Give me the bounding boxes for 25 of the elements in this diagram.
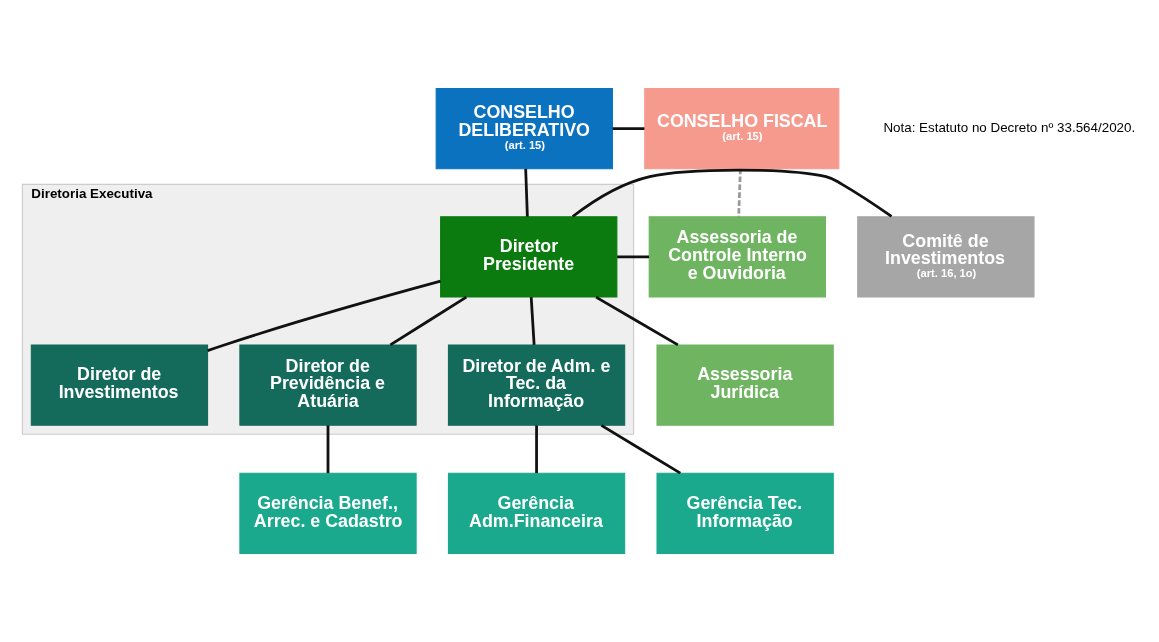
node-box: Diretor de Adm. e Tec. da Informação: [447, 344, 626, 426]
connector: [326, 425, 330, 474]
label: Nota: Estatuto no Decreto nº 33.564/2020.: [883, 120, 1136, 136]
connector: [737, 168, 742, 217]
connector: [389, 296, 468, 347]
node-box: Assessoria Jurídica: [656, 344, 834, 426]
node-box: Gerência Tec. Informação: [656, 472, 834, 555]
node-box: Gerência Adm.Financeira: [447, 472, 626, 555]
connector: [617, 255, 650, 259]
connector: [612, 127, 645, 130]
node-box: CONSELHO FISCAL (art. 15): [644, 87, 840, 170]
node-box: CONSELHO DELIBERATIVO (art. 15): [435, 87, 613, 170]
node-box: Diretor de Investimentos: [30, 344, 209, 426]
connector: [535, 425, 538, 474]
connector: [207, 279, 441, 352]
node-box: Diretor de Previdência e Atuária: [239, 344, 417, 426]
connector: [524, 168, 529, 217]
node-box: Gerência Benef., Arrec. e Cadastro: [239, 472, 417, 555]
node-box: Assessoria de Controle Interno e Ouvidoria: [648, 216, 826, 298]
connector: [529, 297, 536, 345]
connector: [571, 168, 893, 218]
connector: [595, 295, 679, 347]
node-box: Comitê de Investimentos (art. 16, 1o): [857, 216, 1035, 298]
node-box: Diretor Presidente: [440, 216, 618, 298]
connector: [600, 424, 682, 475]
